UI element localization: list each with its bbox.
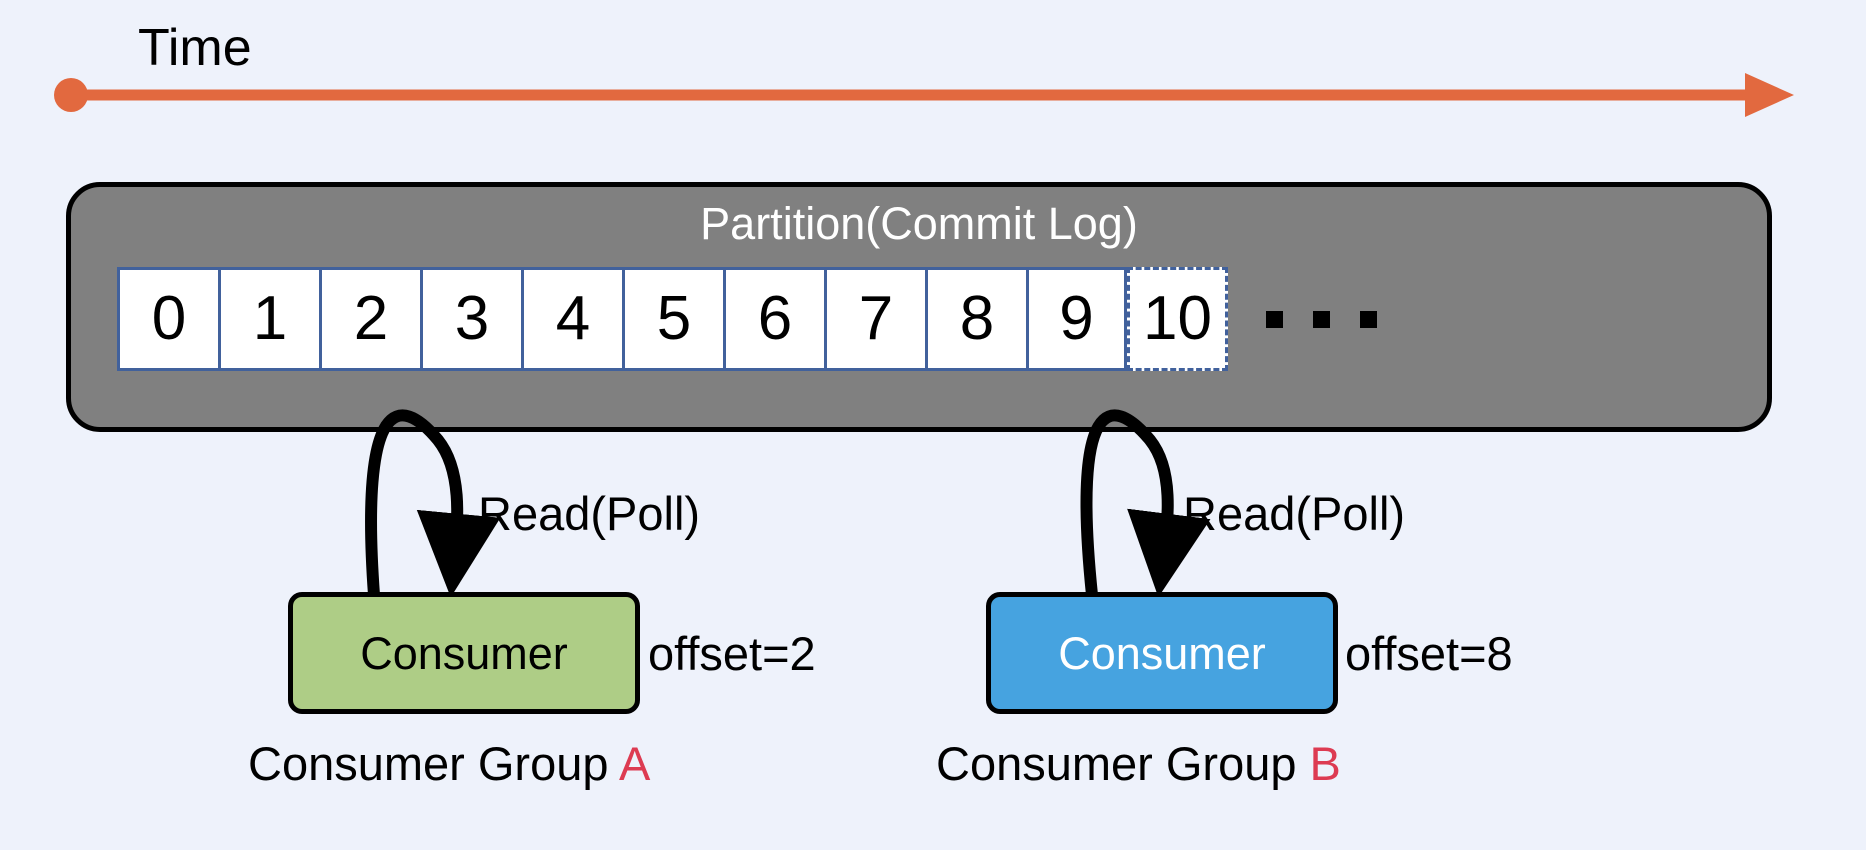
consumer-group-prefix-a: Consumer Group <box>248 737 619 790</box>
offset-cell[interactable]: 9 <box>1026 267 1127 371</box>
partition-title: Partition(Commit Log) <box>700 198 1138 249</box>
consumer-group-label-b: Consumer Group B <box>936 740 1341 787</box>
offset-value-a: offset=2 <box>648 627 816 680</box>
consumer-group-letter-b: B <box>1309 737 1341 790</box>
offset-cell[interactable]: 3 <box>420 267 521 371</box>
timeline-arrowhead-icon <box>1745 73 1794 117</box>
offset-cell[interactable]: 2 <box>319 267 420 371</box>
offset-ellipsis-icon <box>1266 267 1377 371</box>
offset-cells-row: 0 1 2 3 4 5 6 7 8 9 10 <box>117 267 1377 371</box>
offset-cell[interactable]: 8 <box>925 267 1026 371</box>
offset-cell[interactable]: 4 <box>521 267 622 371</box>
timeline-label: Time <box>138 19 252 77</box>
offset-cell[interactable]: 1 <box>218 267 319 371</box>
partition-commit-log: Partition(Commit Log) 0 1 2 3 4 5 6 7 8 … <box>66 182 1772 432</box>
offset-cell[interactable]: 6 <box>723 267 824 371</box>
offset-cell[interactable]: 0 <box>117 267 218 371</box>
offset-value-b: offset=8 <box>1345 627 1513 680</box>
read-arrow-a <box>365 409 501 601</box>
offset-cell[interactable]: 7 <box>824 267 925 371</box>
consumer-box-b[interactable]: Consumer <box>986 592 1338 714</box>
consumer-group-label-a: Consumer Group A <box>248 740 650 787</box>
offset-cell[interactable]: 5 <box>622 267 723 371</box>
ellipsis-dot <box>1266 310 1283 328</box>
consumer-group-prefix-b: Consumer Group <box>936 737 1310 790</box>
consumer-box-a[interactable]: Consumer <box>288 592 640 714</box>
offset-cell-pending[interactable]: 10 <box>1127 267 1228 371</box>
read-poll-label-a: Read(Poll) <box>478 487 701 540</box>
timeline-axis <box>54 73 1794 117</box>
read-poll-label-b: Read(Poll) <box>1183 487 1406 540</box>
ellipsis-dot <box>1360 310 1377 328</box>
consumer-group-letter-a: A <box>618 737 651 790</box>
ellipsis-dot <box>1313 310 1330 328</box>
read-arrow-b <box>1080 409 1211 601</box>
